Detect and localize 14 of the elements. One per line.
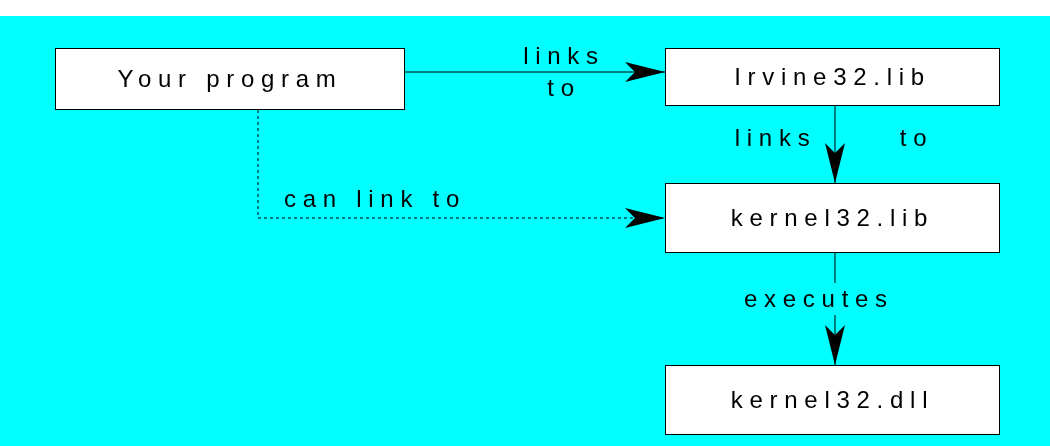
edge-label: links to <box>733 123 935 153</box>
process-box <box>665 365 1000 435</box>
arrow <box>404 62 666 82</box>
dashed-arrow <box>257 109 666 228</box>
arrow <box>825 105 845 184</box>
process-box <box>665 48 1000 106</box>
box-label: Irvine32.lib <box>734 63 931 91</box>
box-label: Your program <box>117 65 343 93</box>
box-label: kernel32.dll <box>730 386 935 414</box>
box-label: kernel32.lib <box>730 204 935 232</box>
process-box <box>55 48 405 110</box>
edge-label: links to <box>522 41 606 104</box>
edge-label: can link to <box>283 184 467 214</box>
process-box <box>665 183 1000 253</box>
